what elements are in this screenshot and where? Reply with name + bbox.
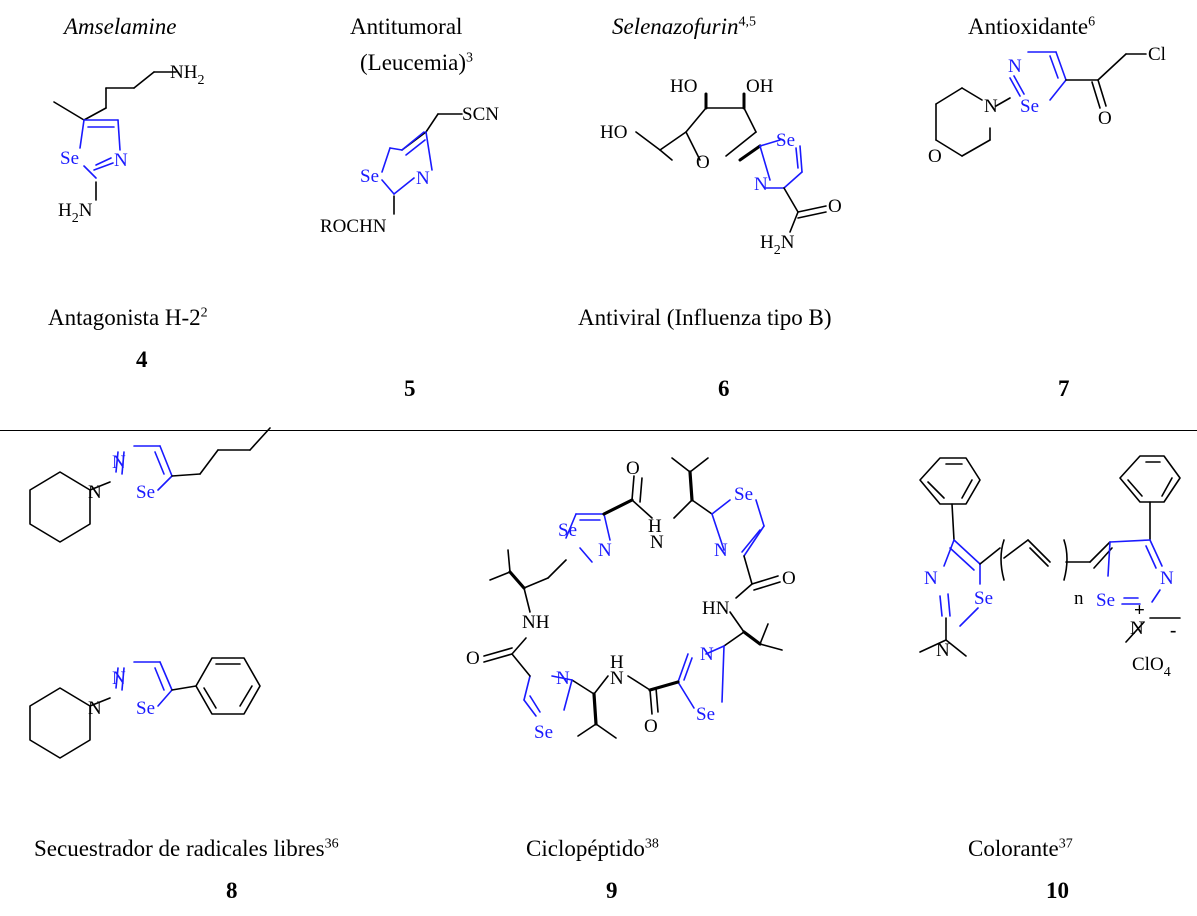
- c6-ho-top: HO: [670, 76, 697, 97]
- c7-o-morph: O: [928, 146, 942, 167]
- c9-n-4: N: [556, 668, 570, 689]
- c7-o-ketone: O: [1098, 108, 1112, 129]
- structure-5: [381, 113, 463, 215]
- shared-activity-label: Antiviral (Influenza tipo B): [578, 305, 832, 330]
- c8b-n-top: N: [112, 668, 126, 689]
- compound-9-number: 9: [606, 878, 618, 903]
- c10-n-sub: n: [1074, 588, 1084, 609]
- c10-n-plus: N: [1130, 618, 1144, 639]
- c6-o-amide: O: [828, 196, 842, 217]
- c10-n-left: N: [924, 568, 938, 589]
- compound-8-number: 8: [226, 878, 238, 903]
- c4-se: Se: [60, 148, 79, 169]
- c5-se: Se: [360, 166, 379, 187]
- c6-ho-left: HO: [600, 122, 627, 143]
- c10-n-amine-left: N: [936, 640, 950, 661]
- c10-se-left: Se: [974, 588, 993, 609]
- c4-h2n: H2N: [58, 200, 93, 226]
- compound-7-number: 7: [1058, 376, 1070, 401]
- c10-minus-sign: -: [1170, 620, 1176, 641]
- structure-4: [53, 71, 177, 201]
- compound-10-number: 10: [1046, 878, 1069, 903]
- compound-6-number: 6: [718, 376, 730, 401]
- structure-8b: [29, 657, 261, 759]
- c9-se-4: Se: [534, 722, 553, 743]
- c7-n-morph: N: [984, 96, 998, 117]
- c5-scn: SCN: [462, 104, 499, 125]
- compound-10-activity: Colorante37: [968, 836, 1073, 861]
- c7-se: Se: [1020, 96, 1039, 117]
- c6-o-ring: O: [696, 152, 710, 173]
- c6-se: Se: [776, 130, 795, 151]
- c5-n: N: [416, 168, 430, 189]
- c9-n-3: N: [700, 644, 714, 665]
- c9-n-1: N: [598, 540, 612, 561]
- compound-8-activity: Secuestrador de radicales libres36: [34, 836, 339, 861]
- c9-nh-1b: N: [650, 532, 664, 553]
- structure-7: [935, 51, 1147, 157]
- c9-n-2: N: [714, 540, 728, 561]
- c9-se-3: Se: [696, 704, 715, 725]
- compound-5-number: 5: [404, 376, 416, 401]
- compound-7-activity: Antioxidante6: [968, 14, 1096, 39]
- c4-n: N: [114, 150, 128, 171]
- c10-se-right: Se: [1096, 590, 1115, 611]
- section-divider: [0, 430, 1197, 431]
- c8a-n-top: N: [112, 452, 126, 473]
- structure-8a: [29, 427, 271, 543]
- c9-hn: HN: [702, 598, 730, 619]
- c9-o-2: O: [782, 568, 796, 589]
- compound-6-name: Selenazofurin4,5: [612, 14, 756, 39]
- c8b-n-pip: N: [88, 698, 102, 719]
- c9-o-4: O: [466, 648, 480, 669]
- c6-oh-top: OH: [746, 76, 774, 97]
- c7-n-top: N: [1008, 56, 1022, 77]
- c9-nh-3b: N: [610, 668, 624, 689]
- c9-o-1: O: [626, 458, 640, 479]
- c9-o-3: O: [644, 716, 658, 737]
- c6-n: N: [754, 174, 768, 195]
- c10-clo4: ClO4: [1132, 654, 1171, 680]
- c4-nh2: NH2: [170, 62, 204, 88]
- compound-4-name: Amselamine: [64, 14, 177, 39]
- c9-nh-1: H: [648, 516, 662, 537]
- c9-se-2: Se: [734, 484, 753, 505]
- structure-9: [483, 457, 783, 739]
- compound-5-activity-line1: Antitumoral: [350, 14, 463, 39]
- compound-9-activity: Ciclopéptido38: [526, 836, 659, 861]
- c9-se-1: Se: [558, 520, 577, 541]
- c7-cl: Cl: [1148, 44, 1166, 65]
- compound-4-number: 4: [136, 347, 148, 372]
- compound-4-activity: Antagonista H-22: [48, 305, 208, 330]
- c10-plus-sign: +: [1134, 600, 1145, 621]
- c8a-se: Se: [136, 482, 155, 503]
- structure-10: [919, 455, 1181, 657]
- c6-h2n: H2N: [760, 232, 795, 258]
- structure-6: [635, 92, 827, 233]
- c9-nh-4: NH: [522, 612, 550, 633]
- compound-5-activity-line2: (Leucemia)3: [360, 50, 473, 75]
- c5-rochn: ROCHN: [320, 216, 387, 237]
- c9-nh-3: H: [610, 652, 624, 673]
- c8b-se: Se: [136, 698, 155, 719]
- c10-n-right: N: [1160, 568, 1174, 589]
- c8a-n-pip: N: [88, 482, 102, 503]
